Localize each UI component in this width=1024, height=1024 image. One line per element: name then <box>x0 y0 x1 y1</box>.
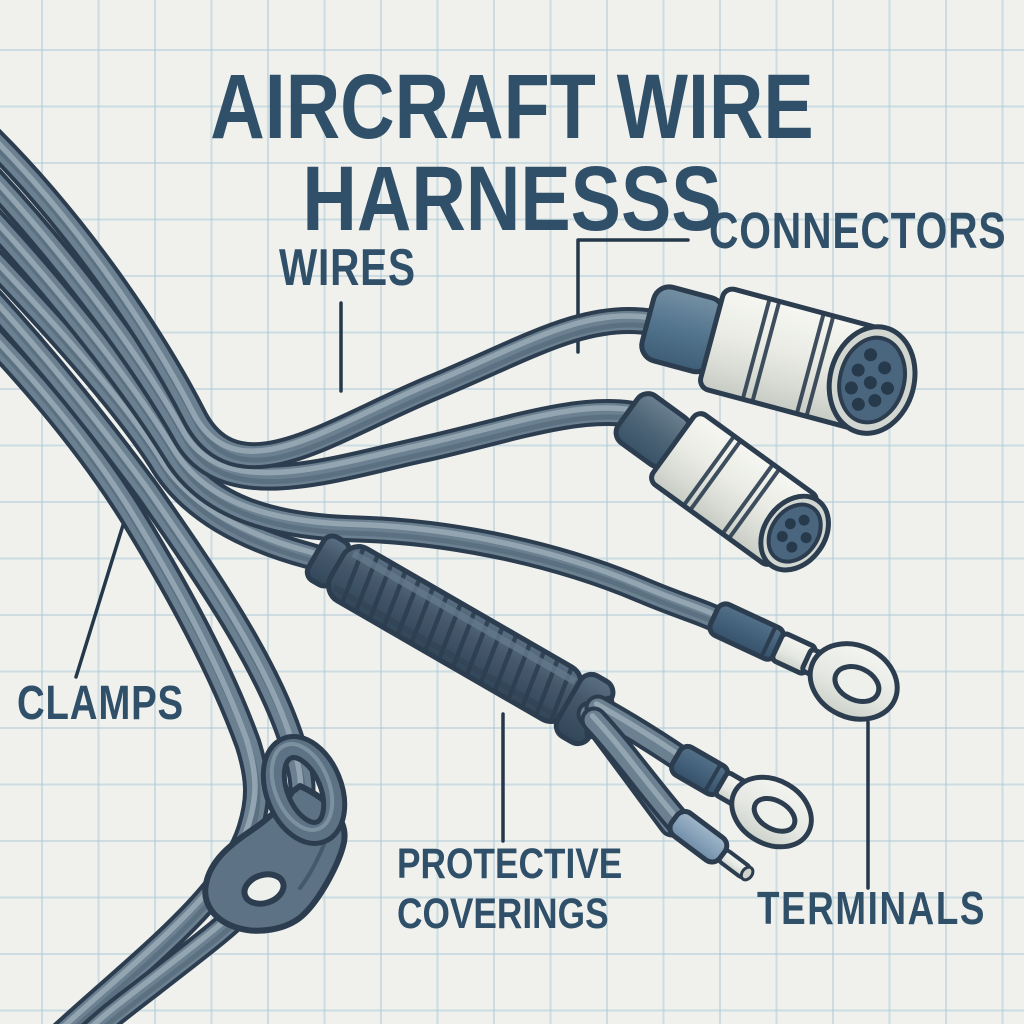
connector-large-pins <box>844 348 894 411</box>
page-title: AIRCRAFT WIRE HARNESSS <box>210 56 814 250</box>
connector-small-pins <box>776 514 812 553</box>
label-protective-coverings: PROTECTIVE COVERINGS <box>397 840 623 938</box>
connector-small <box>613 391 831 573</box>
covering-exit-wires <box>590 704 682 824</box>
clamp-mount-hole <box>241 871 287 907</box>
label-connectors: CONNECTORS <box>709 202 1007 259</box>
clamp <box>202 734 348 934</box>
label-wires: WIRES <box>279 239 416 297</box>
ring-terminal-upper <box>707 601 900 722</box>
clamps-leader-line <box>74 507 130 679</box>
title-wrap: AIRCRAFT WIRE HARNESSS <box>0 61 1024 245</box>
label-clamps: CLAMPS <box>17 677 184 730</box>
clamp-band <box>260 734 348 846</box>
connector-large <box>639 284 918 436</box>
pin-terminal <box>667 809 755 882</box>
ring-terminal-lower <box>669 743 814 850</box>
label-terminals: TERMINALS <box>757 882 987 934</box>
